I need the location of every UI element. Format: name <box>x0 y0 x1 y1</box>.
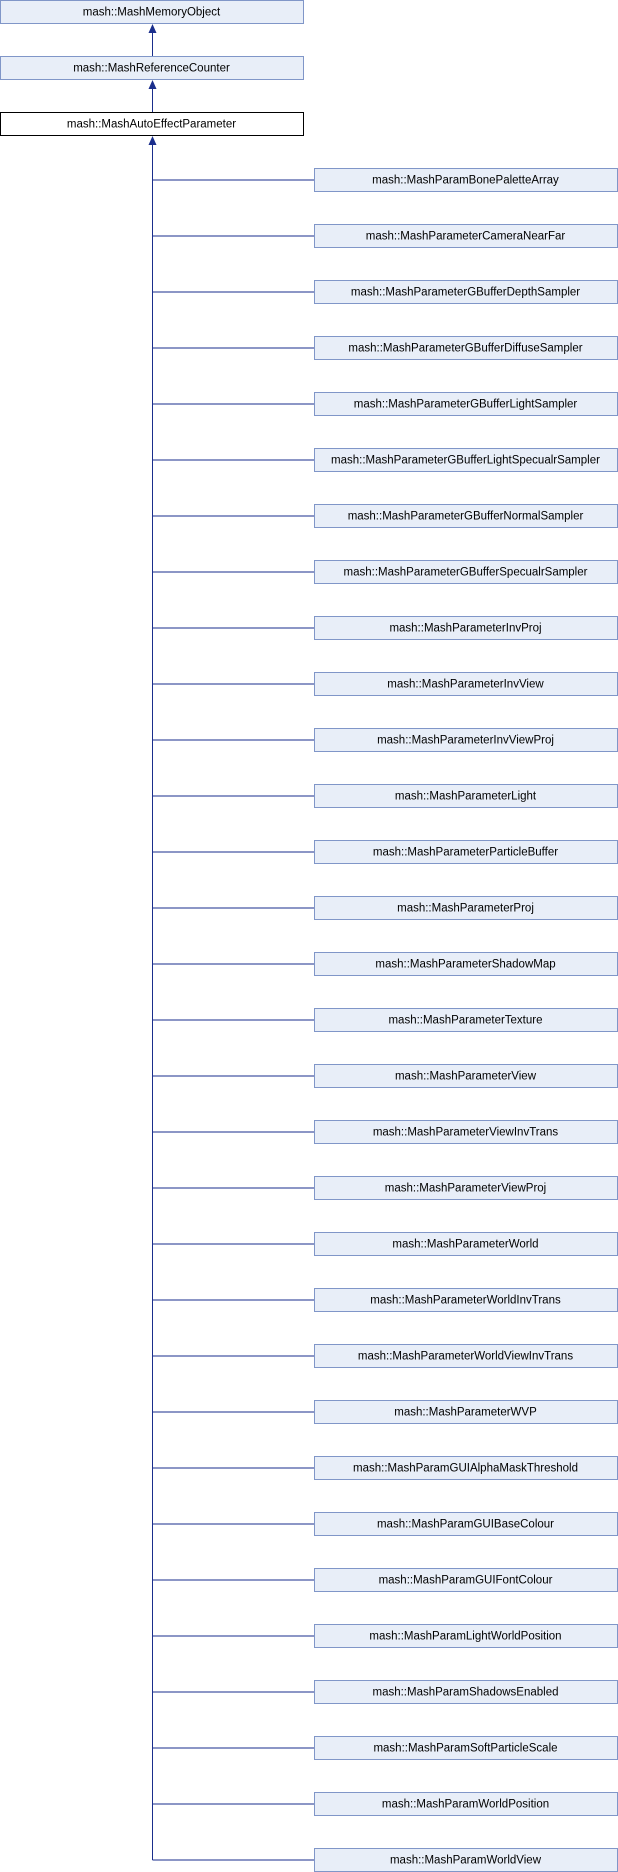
class-node-mash-parameter-world-view-inv-trans[interactable]: mash::MashParameterWorldViewInvTrans <box>314 1344 618 1368</box>
class-node-label: mash::MashParameterGBufferDiffuseSampler <box>348 343 582 355</box>
inheritance-edges <box>148 24 314 1861</box>
class-node-label: mash::MashParameterCameraNearFar <box>366 231 566 243</box>
class-node-label: mash::MashParamGUIAlphaMaskThreshold <box>353 1463 578 1475</box>
class-node-label: mash::MashParameterProj <box>397 903 534 915</box>
class-node-mash-parameter-proj[interactable]: mash::MashParameterProj <box>314 896 618 920</box>
class-node-label: mash::MashParameterLight <box>395 791 537 803</box>
class-node-label: mash::MashReferenceCounter <box>73 63 230 75</box>
class-node-mash-parameter-gbuffer-normal-sampler[interactable]: mash::MashParameterGBufferNormalSampler <box>314 504 618 528</box>
class-node-label: mash::MashParameterWorldInvTrans <box>370 1295 561 1307</box>
class-node-mash-parameter-wvp[interactable]: mash::MashParameterWVP <box>314 1400 618 1424</box>
class-node-mash-parameter-particle-buffer[interactable]: mash::MashParameterParticleBuffer <box>314 840 618 864</box>
class-node-label: mash::MashParameterInvProj <box>389 623 541 635</box>
class-node-label: mash::MashParameterWorld <box>392 1239 538 1251</box>
class-node-mash-parameter-world[interactable]: mash::MashParameterWorld <box>314 1232 618 1256</box>
class-node-box <box>0 0 304 24</box>
class-node-box <box>0 56 304 80</box>
class-node-mash-parameter-light[interactable]: mash::MashParameterLight <box>314 784 618 808</box>
class-node-label: mash::MashAutoEffectParameter <box>67 119 236 131</box>
class-node-mash-parameter-shadow-map[interactable]: mash::MashParameterShadowMap <box>314 952 618 976</box>
class-node-label: mash::MashParamWorldView <box>390 1855 542 1867</box>
class-node-label: mash::MashParameterInvViewProj <box>377 735 554 747</box>
class-node-mash-param-guifont-colour[interactable]: mash::MashParamGUIFontColour <box>314 1568 618 1592</box>
class-node-label: mash::MashParameterGBufferDepthSampler <box>351 287 580 299</box>
class-node-mash-memory-object[interactable]: mash::MashMemoryObject <box>0 0 304 24</box>
class-node-mash-parameter-gbuffer-light-sampler[interactable]: mash::MashParameterGBufferLightSampler <box>314 392 618 416</box>
class-node-mash-parameter-inv-view-proj[interactable]: mash::MashParameterInvViewProj <box>314 728 618 752</box>
class-node-mash-param-shadows-enabled[interactable]: mash::MashParamShadowsEnabled <box>314 1680 618 1704</box>
class-node-label: mash::MashParameterGBufferSpecualrSample… <box>344 567 588 579</box>
class-node-label: mash::MashParameterWVP <box>394 1407 537 1419</box>
class-node-label: mash::MashParameterShadowMap <box>375 959 555 971</box>
class-node-mash-parameter-gbuffer-specualr-sampler[interactable]: mash::MashParameterGBufferSpecualrSample… <box>314 560 618 584</box>
class-node-label: mash::MashParamShadowsEnabled <box>372 1687 558 1699</box>
class-node-label: mash::MashParamGUIBaseColour <box>377 1519 554 1531</box>
class-node-mash-param-world-position[interactable]: mash::MashParamWorldPosition <box>314 1792 618 1816</box>
class-node-label: mash::MashParameterGBufferLightSampler <box>354 399 578 411</box>
class-node-label: mash::MashParameterGBufferLightSpecualrS… <box>331 455 600 467</box>
inheritance-arrow <box>148 24 157 33</box>
inheritance-arrow <box>148 136 157 145</box>
class-node-mash-parameter-gbuffer-depth-sampler[interactable]: mash::MashParameterGBufferDepthSampler <box>314 280 618 304</box>
class-node-mash-reference-counter[interactable]: mash::MashReferenceCounter <box>0 56 304 80</box>
class-node-label: mash::MashParameterWorldViewInvTrans <box>358 1351 573 1363</box>
class-node-mash-parameter-view[interactable]: mash::MashParameterView <box>314 1064 618 1088</box>
class-node-mash-parameter-gbuffer-diffuse-sampler[interactable]: mash::MashParameterGBufferDiffuseSampler <box>314 336 618 360</box>
class-node-label: mash::MashMemoryObject <box>83 7 221 19</box>
class-node-label: mash::MashParameterViewProj <box>385 1183 547 1195</box>
class-node-mash-parameter-world-inv-trans[interactable]: mash::MashParameterWorldInvTrans <box>314 1288 618 1312</box>
class-node-mash-parameter-inv-view[interactable]: mash::MashParameterInvView <box>314 672 618 696</box>
class-node-label: mash::MashParamLightWorldPosition <box>369 1631 561 1643</box>
class-node-mash-parameter-view-proj[interactable]: mash::MashParameterViewProj <box>314 1176 618 1200</box>
inheritance-arrow <box>148 80 157 89</box>
class-node-label: mash::MashParameterTexture <box>388 1015 542 1027</box>
class-node-mash-param-world-view[interactable]: mash::MashParamWorldView <box>314 1848 618 1872</box>
class-node-label: mash::MashParameterView <box>395 1071 537 1083</box>
class-node-label: mash::MashParamSoftParticleScale <box>373 1743 557 1755</box>
class-node-label: mash::MashParamGUIFontColour <box>379 1575 553 1587</box>
class-node-mash-param-guibase-colour[interactable]: mash::MashParamGUIBaseColour <box>314 1512 618 1536</box>
class-node-mash-parameter-inv-proj[interactable]: mash::MashParameterInvProj <box>314 616 618 640</box>
class-node-label: mash::MashParamWorldPosition <box>382 1799 549 1811</box>
class-node-mash-parameter-camera-near-far[interactable]: mash::MashParameterCameraNearFar <box>314 224 618 248</box>
class-node-mash-parameter-view-inv-trans[interactable]: mash::MashParameterViewInvTrans <box>314 1120 618 1144</box>
class-node-box <box>0 112 304 136</box>
class-node-mash-param-light-world-position[interactable]: mash::MashParamLightWorldPosition <box>314 1624 618 1648</box>
class-node-mash-auto-effect-parameter[interactable]: mash::MashAutoEffectParameter <box>0 112 304 136</box>
class-node-label: mash::MashParameterParticleBuffer <box>373 847 558 859</box>
class-node-mash-param-soft-particle-scale[interactable]: mash::MashParamSoftParticleScale <box>314 1736 618 1760</box>
class-node-mash-param-bone-palette-array[interactable]: mash::MashParamBonePaletteArray <box>314 168 618 192</box>
class-node-mash-parameter-gbuffer-light-specualr-sampler[interactable]: mash::MashParameterGBufferLightSpecualrS… <box>314 448 618 472</box>
class-node-mash-param-guialpha-mask-threshold[interactable]: mash::MashParamGUIAlphaMaskThreshold <box>314 1456 618 1480</box>
class-node-label: mash::MashParameterGBufferNormalSampler <box>348 511 584 523</box>
class-node-mash-parameter-texture[interactable]: mash::MashParameterTexture <box>314 1008 618 1032</box>
class-node-label: mash::MashParameterViewInvTrans <box>373 1127 559 1139</box>
class-node-label: mash::MashParameterInvView <box>387 679 544 691</box>
class-node-label: mash::MashParamBonePaletteArray <box>372 175 559 187</box>
